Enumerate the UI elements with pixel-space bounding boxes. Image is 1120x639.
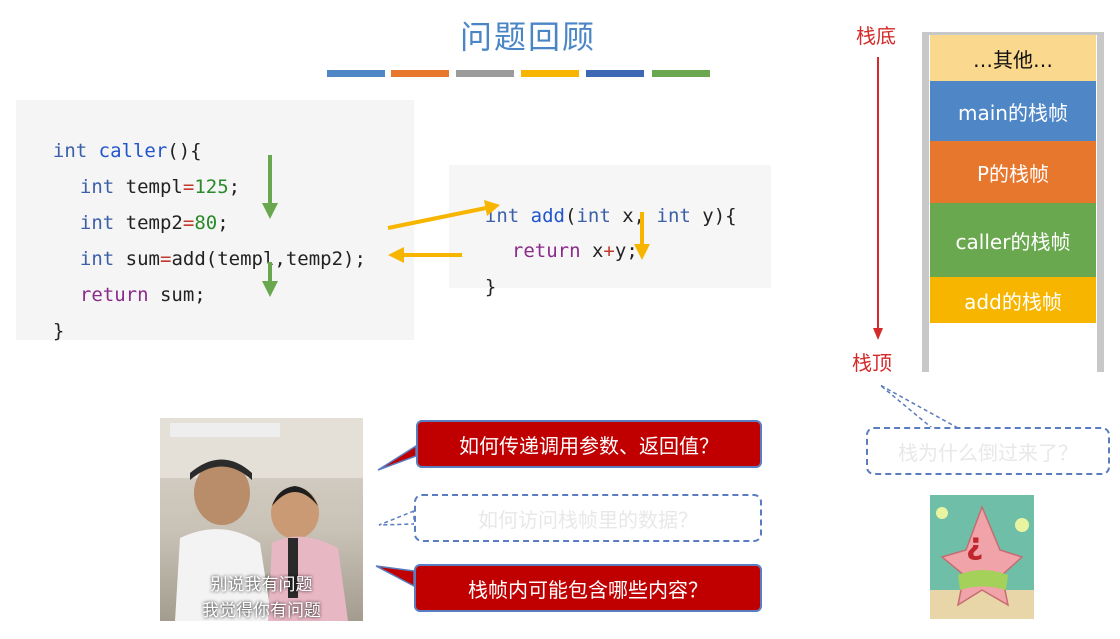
add-line-2: return x+y;: [489, 218, 638, 262]
decor-bar-3: [456, 70, 514, 77]
code-op: =: [159, 248, 172, 270]
stack-rail-left: [922, 32, 929, 372]
code-punct: }: [484, 276, 497, 298]
kw-int: int: [52, 140, 88, 162]
code-var: y;: [614, 240, 638, 262]
caller-line-1: int caller(){: [30, 118, 202, 162]
code-var: x: [580, 240, 604, 262]
stack-top-label: 栈顶: [852, 351, 892, 375]
code-var: x,: [610, 205, 657, 227]
question-bubble-4: 栈为什么倒过来了？: [866, 427, 1110, 475]
stack-frame-other: …其他…: [930, 35, 1096, 81]
kw-int: int: [79, 248, 115, 270]
code-op: =: [182, 176, 195, 198]
meme-photo: 别说我有问题 我觉得你有问题: [160, 418, 363, 621]
kw-return: return: [79, 284, 149, 306]
stack-frame-add: add的栈帧: [930, 277, 1096, 323]
fn-add: add: [519, 205, 565, 227]
green-down-arrow-2: [262, 262, 278, 297]
code-op: +: [603, 240, 615, 262]
meme-photo-drawing: [160, 418, 363, 621]
decor-bar-2: [391, 70, 449, 77]
code-op: =: [182, 212, 195, 234]
code-punct: (){: [167, 140, 202, 162]
code-var: templ: [114, 176, 183, 198]
caller-line-5: return sum;: [57, 262, 206, 306]
decor-bar-4: [521, 70, 579, 77]
return-arrow: [388, 247, 462, 263]
stack-rail-right: [1097, 32, 1104, 372]
meme-caption-2: 我觉得你有问题: [202, 601, 321, 621]
code-var: sum;: [148, 284, 206, 306]
decor-bar-5: [586, 70, 644, 77]
caller-line-6: }: [30, 298, 64, 342]
fn-caller: caller: [87, 140, 168, 162]
code-var: temp2: [114, 212, 183, 234]
caller-code-box: [16, 100, 414, 340]
patrick-image: ¿: [930, 495, 1034, 619]
add-line-3: }: [462, 254, 496, 298]
stack-frame-main: main的栈帧: [930, 81, 1096, 141]
code-num: 125: [194, 176, 229, 198]
code-call: add(templ,temp2);: [171, 248, 366, 270]
page-title: 问题回顾: [459, 18, 596, 56]
question-bubble-2: 如何访问栈帧里的数据？: [414, 494, 762, 542]
code-var: sum: [114, 248, 160, 270]
kw-int: int: [656, 205, 691, 227]
kw-return: return: [511, 240, 581, 262]
stack-frame-caller: caller的栈帧: [930, 203, 1096, 277]
code-punct: ;: [228, 176, 241, 198]
patrick-drawing: [930, 504, 1034, 619]
bubble-tail-4: [879, 384, 959, 429]
code-punct: (: [564, 205, 577, 227]
orange-down-arrow: [634, 212, 650, 260]
question-bubble-1: 如何传递调用参数、返回值？: [416, 420, 762, 468]
stack-bottom-label: 栈底: [856, 24, 896, 48]
code-num: 80: [194, 212, 218, 234]
question-bubble-3: 栈帧内可能包含哪些内容？: [414, 564, 762, 612]
code-punct: }: [52, 320, 65, 342]
decor-bar-6: [652, 70, 710, 77]
add-code-box: [449, 165, 771, 288]
caller-line-3: int temp2=80;: [57, 190, 229, 234]
bubble-tail-3: [375, 565, 415, 588]
meme-caption-1: 别说我有问题: [210, 575, 313, 595]
code-punct: ;: [217, 212, 229, 234]
stack-direction-arrow: [873, 57, 883, 340]
code-var: y){: [690, 205, 737, 227]
kw-int: int: [79, 212, 115, 234]
kw-int: int: [576, 205, 611, 227]
stack-frame-p: P的栈帧: [930, 141, 1096, 203]
add-line-1: int add(int x, int y){: [462, 183, 737, 227]
caller-line-4: int sum=add(templ,temp2);: [57, 226, 366, 270]
green-down-arrow-1: [262, 155, 278, 219]
kw-int: int: [79, 176, 115, 198]
bubble-tail-2: [378, 509, 415, 526]
stack-rail-top: [922, 32, 1104, 35]
bubble-tail-1: [377, 444, 417, 471]
call-arrow: [387, 200, 500, 230]
caller-line-2: int templ=125;: [57, 154, 240, 198]
decor-bar-1: [327, 70, 385, 77]
patrick-question-mark: ¿: [966, 527, 984, 562]
